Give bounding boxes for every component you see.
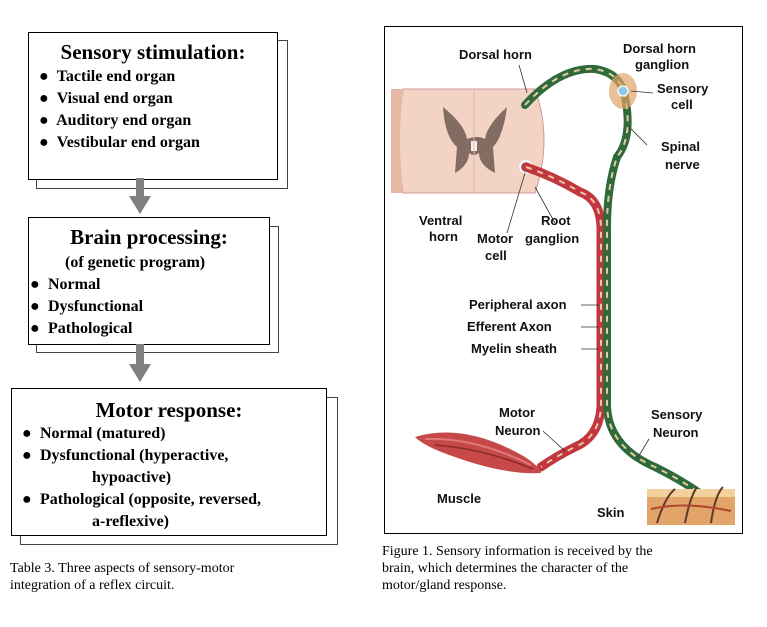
- label-muscle: Muscle: [437, 491, 481, 506]
- label-sensory-neuron-2: Neuron: [653, 425, 699, 440]
- label-dorsal-horn-ganglion-1: Dorsal horn: [623, 41, 696, 56]
- label-motor-neuron-1: Motor: [499, 405, 535, 420]
- label-root-ganglion-1: Root: [541, 213, 571, 228]
- list-item-continuation: a-reflexive): [92, 513, 169, 530]
- label-efferent-axon: Efferent Axon: [467, 319, 552, 334]
- list-item: ● Tactile end organ: [39, 68, 176, 85]
- label-sensory-cell-2: cell: [671, 97, 693, 112]
- list-item: ● Pathological (opposite, reversed,: [22, 491, 262, 508]
- label-motor-neuron-2: Neuron: [495, 423, 541, 438]
- list-item: ● Normal (matured): [22, 425, 166, 442]
- list-item: ● Pathological: [30, 320, 133, 337]
- label-dorsal-horn-ganglion-2: ganglion: [635, 57, 689, 72]
- sensory-stimulation-title: Sensory stimulation:: [60, 40, 246, 64]
- list-item: ● Auditory end organ: [39, 112, 192, 129]
- label-motor-cell-1: Motor: [477, 231, 513, 246]
- spinal-cord-section: [391, 88, 545, 194]
- label-ventral-horn-1: Ventral: [419, 213, 462, 228]
- list-item-continuation: hypoactive): [92, 469, 172, 486]
- skin: [647, 486, 735, 525]
- list-item: ● Visual end organ: [39, 90, 173, 107]
- list-item: ● Dysfunctional (hyperactive,: [22, 447, 229, 464]
- brain-processing-title: Brain processing:: [70, 225, 228, 249]
- figure-caption: Figure 1. Sensory information is receive…: [382, 544, 653, 593]
- label-root-ganglion-2: ganglion: [525, 231, 579, 246]
- reflex-circuit-figure: Dorsal horn Dorsal horn ganglion Sensory…: [384, 26, 743, 534]
- label-motor-cell-2: cell: [485, 248, 507, 263]
- brain-processing-subtitle: (of genetic program): [65, 254, 206, 271]
- label-sensory-cell-1: Sensory: [657, 81, 709, 96]
- label-spinal-nerve-2: nerve: [665, 157, 700, 172]
- sensory-stimulation-box: Sensory stimulation: ● Tactile end organ…: [28, 32, 278, 180]
- motor-fiber: [521, 162, 606, 472]
- label-spinal-nerve-1: Spinal: [661, 139, 700, 154]
- list-item: ● Vestibular end organ: [39, 134, 200, 151]
- leader-lines: [506, 64, 654, 460]
- dorsal-horn-ganglion: [609, 73, 637, 109]
- label-sensory-neuron-1: Sensory: [651, 407, 703, 422]
- label-ventral-horn-2: horn: [429, 229, 458, 244]
- label-dorsal-horn: Dorsal horn: [459, 47, 532, 62]
- list-item: ● Normal: [30, 276, 101, 293]
- motor-response-box: Motor response: ● Normal (matured) ● Dys…: [11, 388, 327, 536]
- label-peripheral-axon: Peripheral axon: [469, 297, 567, 312]
- label-myelin-sheath: Myelin sheath: [471, 341, 557, 356]
- list-item: ● Dysfunctional: [30, 298, 144, 315]
- table-caption: Table 3. Three aspects of sensory-motor …: [10, 561, 235, 593]
- muscle: [415, 432, 541, 474]
- label-skin: Skin: [597, 505, 625, 520]
- brain-processing-box: Brain processing: (of genetic program) ●…: [28, 217, 270, 345]
- motor-response-title: Motor response:: [95, 398, 243, 422]
- reflex-diagram-svg: Dorsal horn Dorsal horn ganglion Sensory…: [391, 41, 735, 525]
